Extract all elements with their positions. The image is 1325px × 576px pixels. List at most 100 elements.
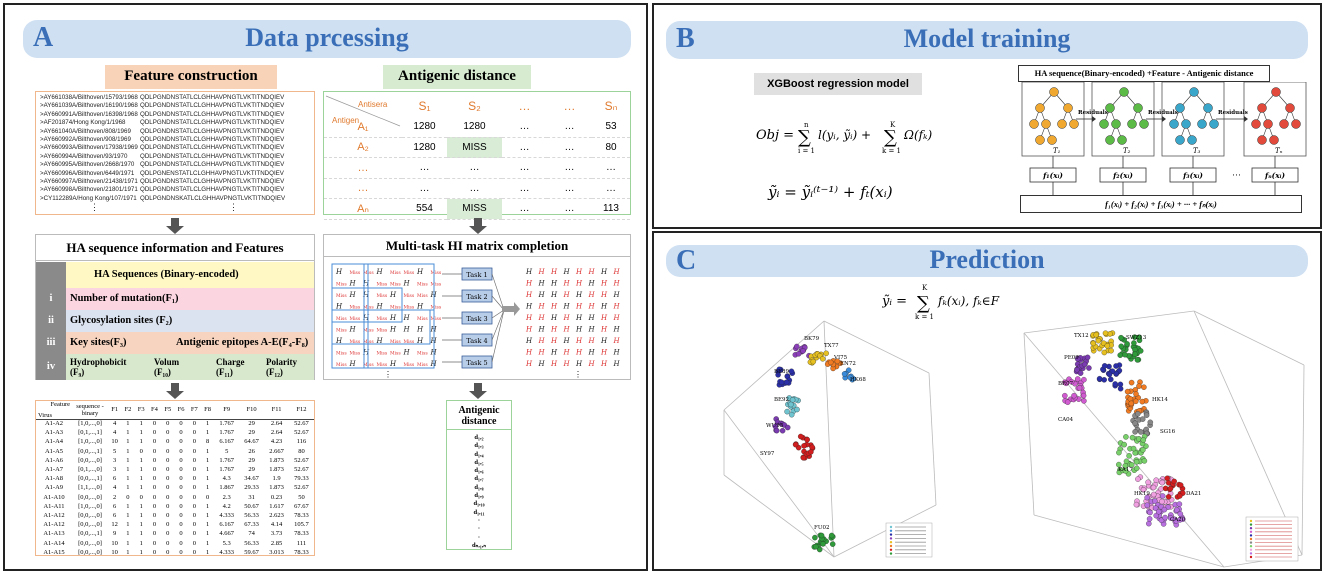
strain-point xyxy=(827,359,834,366)
table-cell: 4.14 xyxy=(270,521,283,529)
ad-cell: 53 xyxy=(592,116,630,138)
ad-col-header: S₂ xyxy=(468,99,481,114)
tree-node xyxy=(1203,103,1213,113)
miss-cell: Miss xyxy=(350,305,361,311)
strain-point xyxy=(800,348,806,354)
strain-point xyxy=(1113,363,1119,369)
residuals-label: Residuals xyxy=(1148,110,1178,116)
completed-cell: H xyxy=(575,291,583,299)
miss-cell: Miss xyxy=(363,328,374,334)
h-cell: H xyxy=(362,349,370,357)
legend-dot xyxy=(1249,527,1253,530)
ad-col-header: Sₙ xyxy=(604,99,618,114)
table-cell: 0 xyxy=(179,475,183,483)
cube-edge xyxy=(928,372,937,506)
sequence-value: QDLPGNDNSTATLCLGHHAVPNGTLVKTITNDQIEV xyxy=(140,94,285,101)
completed-cell: H xyxy=(538,291,546,299)
completed-cell: H xyxy=(525,337,533,345)
completed-cell: H xyxy=(575,337,583,345)
table-cell: 0 xyxy=(179,539,183,547)
completed-cell: H xyxy=(575,303,583,311)
strain-point xyxy=(1144,502,1150,508)
table-cell: 1 xyxy=(205,530,210,538)
miss-cell: Miss xyxy=(417,293,428,299)
strain-point xyxy=(1076,385,1083,391)
miss-cell: Miss xyxy=(350,339,361,345)
polarity-label: Polarity (F₁₂) xyxy=(266,357,297,377)
table-cell: 0 xyxy=(192,429,196,437)
task-connector xyxy=(491,309,505,341)
table-cell: 1.873 xyxy=(269,484,284,492)
svg-text:Ω(fₖ): Ω(fₖ) xyxy=(903,128,932,142)
miss-cell: Miss xyxy=(377,316,388,322)
ad-header-row: S₁ S₂ … … Sₙ xyxy=(324,96,630,117)
table-cell: 4.333 xyxy=(219,511,235,519)
completed-cell: H xyxy=(525,314,533,322)
h-cell: H xyxy=(349,326,357,334)
miss-cell: Miss xyxy=(417,282,428,288)
miss-cell: Miss xyxy=(390,282,401,288)
h-cell: H xyxy=(416,268,424,276)
col-header: F4 xyxy=(151,406,158,414)
strain-point xyxy=(1162,514,1168,521)
table-cell: 2.64 xyxy=(270,429,283,437)
table-cell: 105.7 xyxy=(294,521,309,529)
strain-point xyxy=(812,534,818,541)
prediction-formula: ỹᵢ = K ∑ k = 1 fₖ(xᵢ), fₖ∈F xyxy=(882,284,1000,321)
table-cell: 3.73 xyxy=(270,530,283,538)
h-cell: H xyxy=(376,268,384,276)
table-cell: 0 xyxy=(152,438,157,446)
table-cell: 0 xyxy=(179,530,183,538)
tree-node xyxy=(1169,119,1179,129)
strain-point xyxy=(1140,437,1147,443)
completed-cell: H xyxy=(525,268,533,276)
table-cell: [0,0,...,1] xyxy=(78,447,102,455)
ad-row: ……………… xyxy=(324,178,630,199)
ag-dist-item: · xyxy=(477,533,481,541)
ag-dist-item: d₁,₉ xyxy=(474,492,484,500)
col-header: F9 xyxy=(223,406,231,414)
strain-point xyxy=(1147,419,1154,426)
strain-point xyxy=(1139,416,1146,422)
svg-text:K: K xyxy=(890,121,896,129)
table-cell: 0 xyxy=(166,530,170,538)
strain-point xyxy=(788,401,794,408)
table-cell: 50.67 xyxy=(244,502,259,510)
h-cell: H xyxy=(349,280,357,288)
strain-point xyxy=(1127,396,1134,402)
miss-cell: Miss xyxy=(350,351,361,357)
strain-point xyxy=(808,449,814,455)
table-cell: 4.333 xyxy=(219,548,235,556)
table-cell: 0 xyxy=(166,475,170,483)
table-cell: A1-A14 xyxy=(43,539,65,547)
completed-cell: H xyxy=(588,360,596,368)
table-cell: 6 xyxy=(113,475,117,483)
table-cell: 1 xyxy=(139,429,143,437)
ag-dist-item: d₁,₁₀ xyxy=(473,500,485,508)
strain-point xyxy=(1121,441,1127,448)
miss-cell: Miss xyxy=(431,270,442,276)
table-cell: 1 xyxy=(205,447,210,455)
completed-cell: H xyxy=(600,337,608,345)
strain-point xyxy=(1102,330,1109,336)
feature-row-num: i xyxy=(36,288,66,310)
ad-cell: … xyxy=(547,116,592,138)
table-cell: 0 xyxy=(192,475,196,483)
strain-point xyxy=(823,350,829,357)
table-cell: A1-A3 xyxy=(44,429,64,437)
strain-point xyxy=(1171,478,1177,485)
table-cell: 1.867 xyxy=(219,484,235,492)
completed-cell: H xyxy=(550,349,558,357)
strain-point xyxy=(1153,512,1159,519)
table-cell: 6 xyxy=(113,502,117,510)
completed-cell: H xyxy=(588,291,596,299)
svg-text:∑: ∑ xyxy=(917,293,930,314)
table-cell: 0 xyxy=(152,456,157,464)
completed-cell: H xyxy=(525,349,533,357)
ag-dist-item: d₁,₄ xyxy=(474,450,484,458)
feature-row: iii Key sites(F₃) Antigenic epitopes A-E… xyxy=(36,332,314,354)
